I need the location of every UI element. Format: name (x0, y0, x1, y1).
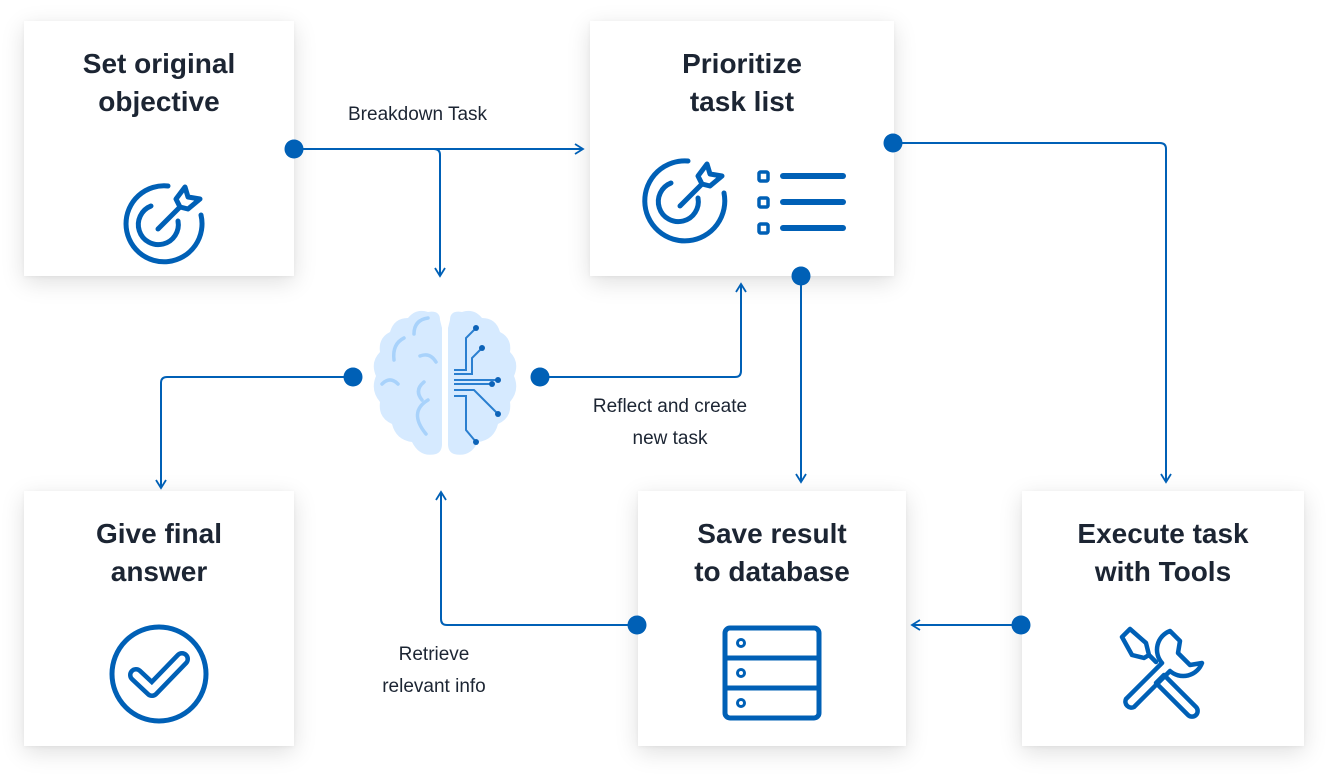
edge-brain-reflect (540, 282, 747, 378)
port-dot (343, 367, 363, 387)
target-checklist-icon (642, 158, 846, 244)
node-title: Set original objective (82, 48, 236, 117)
node-final-answer: Give final answer (24, 491, 294, 746)
tools-icon (1119, 626, 1205, 719)
check-circle-icon (109, 624, 209, 724)
edge-prioritize-to-execute (893, 142, 1172, 484)
target-icon (123, 183, 205, 265)
node-title: Save result to database (694, 518, 850, 587)
node-title: Prioritize task list (682, 48, 802, 117)
edge-label-retrieve: Retrieve relevant info (382, 644, 486, 697)
node-prioritize: Prioritize task list (590, 21, 894, 276)
node-title: Give final answer (95, 518, 223, 587)
database-icon (722, 625, 822, 721)
ai-brain-icon (373, 310, 517, 455)
node-title: Execute task with Tools (1077, 518, 1249, 587)
node-execute-task: Execute task with Tools (1022, 491, 1304, 746)
edge-label-breakdown: Breakdown Task (348, 104, 488, 125)
edge-save-retrieve (435, 490, 637, 626)
node-save-result: Save result to database (638, 491, 906, 746)
port-dot (530, 367, 550, 387)
edge-label-reflect: Reflect and create new task (592, 396, 748, 449)
edge-brain-to-final (155, 376, 353, 490)
node-set-objective: Set original objective (24, 21, 294, 276)
edge-breakdown-to-brain (433, 148, 446, 278)
